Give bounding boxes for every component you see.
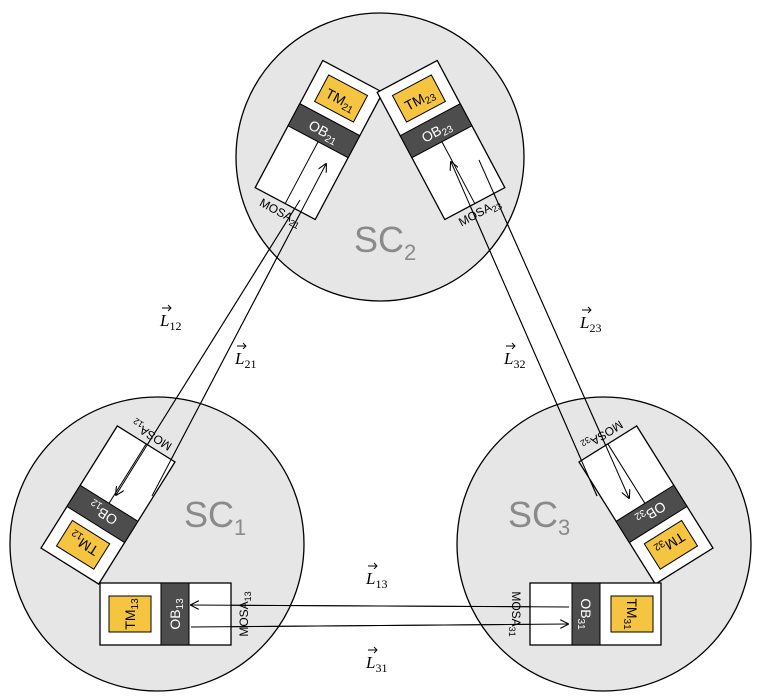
test-mass-32 [643,519,699,570]
link-label-21: L21 [234,342,256,371]
optical-bench-21 [287,103,361,159]
svg-text:MOSA13: MOSA13 [237,591,253,636]
svg-text:L12: L12 [159,311,181,333]
optical-bench-31 [571,582,601,646]
svg-text:OB13: OB13 [167,598,186,630]
spacecraft-2-label: SC2 [354,219,416,265]
spacecraft-3-label: SC3 [508,494,570,540]
svg-text:TM31: TM31 [621,598,640,630]
link-label-31: L31 [365,646,387,675]
link-inner-segments [116,159,629,627]
link-label-12: L12 [159,304,181,333]
svg-text:L13: L13 [365,569,387,591]
link-label-32: L32 [503,342,525,371]
svg-text:L32: L32 [503,349,525,371]
bench-31: TM31 OB31 MOSA31 [507,582,662,646]
optical-bench-13 [160,582,190,646]
bench-12: TM12 OB12 MOSA12 [40,416,176,585]
link-label-13: L13 [365,562,387,591]
svg-text:L31: L31 [365,653,387,675]
spacecraft-1-label: SC1 [184,494,246,540]
optical-bench-32 [615,484,688,544]
svg-text:MOSA31: MOSA31 [507,591,523,636]
bench-13: TM13 OB13 MOSA13 [99,582,253,646]
test-mass-21 [313,74,369,123]
test-mass-12 [55,519,111,570]
optical-bench-23 [399,103,473,159]
bench-23: TM23 OB23 MOSA23 [376,59,506,229]
svg-text:TM13: TM13 [122,598,141,630]
bench-32: TM32 OB32 MOSA32 [578,418,714,585]
test-mass-13 [108,595,152,633]
svg-text:L23: L23 [579,313,601,335]
spacecraft-2-circle [235,12,525,302]
link-label-23: L23 [579,306,601,335]
test-mass-23 [391,74,447,123]
svg-text:OB31: OB31 [575,598,594,630]
test-mass-31 [610,595,654,633]
svg-text:L21: L21 [234,349,256,371]
bench-21: TM21 OB21 MOSA21 [254,59,384,231]
